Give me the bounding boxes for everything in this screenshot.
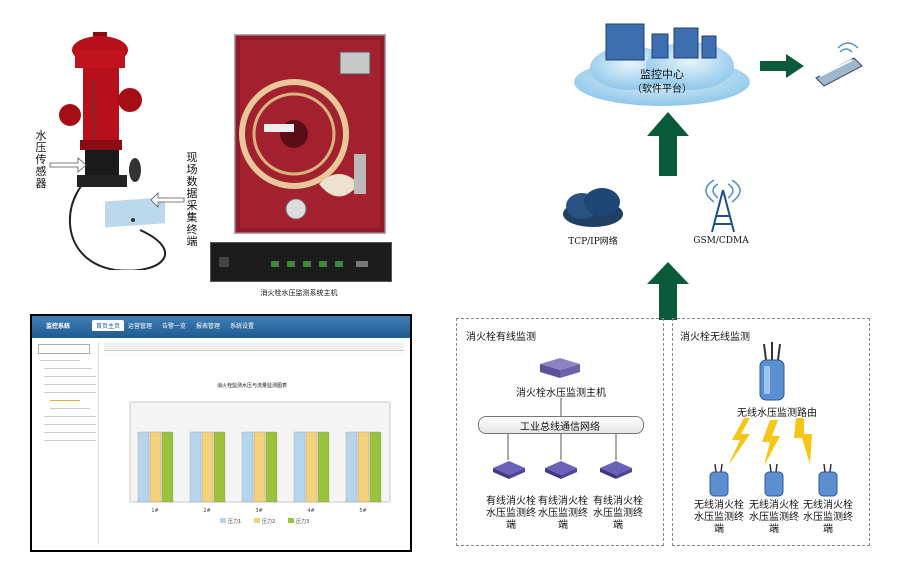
- wired-terminal-label-2: 有线消火栓水压监测终端: [593, 496, 643, 531]
- arrow-up-from-networks: [647, 262, 689, 320]
- software-search-box[interactable]: [38, 344, 90, 354]
- software-app-title: 监控系统: [46, 323, 71, 330]
- software-tab-1[interactable]: 运营管理: [128, 323, 153, 330]
- chart-legend-label: 压力1: [228, 518, 241, 525]
- chart-x-tick: 1#: [151, 508, 158, 514]
- software-bar-chart: 1# 2# 3# 4# 5# 压力1 压力2 压力3: [129, 401, 391, 525]
- chart-bar: [357, 431, 370, 503]
- arrow-to-phone: [760, 54, 804, 78]
- gsm-tower-icon: [705, 179, 741, 233]
- wireless-router-icon: [759, 342, 785, 401]
- monitoring-host-device: [210, 242, 392, 282]
- chart-bar: [265, 431, 278, 503]
- software-tab-3[interactable]: 报表管理: [196, 323, 221, 330]
- chart-bar: [137, 431, 150, 503]
- chart-bar: [241, 431, 254, 503]
- wired-terminal-label-1: 有线消火栓水压监测终端: [538, 496, 588, 531]
- collector-label: 现场数据采集终端: [186, 151, 198, 248]
- wireless-signal-bolts: [728, 418, 812, 466]
- chart-x-tick: 4#: [307, 508, 314, 514]
- chart-bar: [345, 431, 358, 503]
- monitoring-center-subtitle: （软件平台）: [632, 84, 692, 95]
- wireless-terminal-icon-1: [764, 463, 784, 497]
- gsm-label: GSM/CDMA: [693, 236, 749, 246]
- monitoring-host-caption: 消火栓水压监测系统主机: [260, 289, 338, 297]
- tcpip-cloud-icon: [563, 188, 623, 227]
- chart-x-tick: 2#: [203, 508, 210, 514]
- hydrant-illustration: [59, 32, 166, 272]
- wired-terminal-icon-0: [493, 461, 525, 479]
- chart-legend-swatch: [220, 518, 226, 523]
- software-header: 监控系统 首页主页 运营管理 告警一览 报表管理 系统设置: [32, 316, 410, 338]
- monitoring-center-cloud: [574, 23, 750, 106]
- wired-section-title: 消火栓有线监测: [466, 332, 536, 343]
- chart-legend-label: 压力3: [296, 518, 309, 525]
- chart-bar: [293, 431, 306, 503]
- wired-host-label: 消火栓水压监测主机: [516, 388, 606, 399]
- software-toolbar: [104, 342, 404, 351]
- wireless-terminal-label-0: 无线消火栓水压监测终端: [694, 500, 744, 535]
- wireless-monitoring-section: [672, 318, 870, 546]
- chart-bar: [149, 431, 162, 503]
- wired-terminal-label-0: 有线消火栓水压监测终端: [486, 496, 536, 531]
- wired-bus-pipe: [478, 416, 644, 434]
- hose-cabinet-photo: [232, 32, 388, 236]
- wired-monitoring-section: [456, 318, 664, 546]
- chart-bar: [201, 431, 214, 503]
- chart-bar: [369, 431, 382, 503]
- wired-terminal-icon-1: [545, 461, 577, 479]
- chart-bar: [189, 431, 202, 503]
- pressure-sensor-pointer: [49, 157, 87, 173]
- software-screenshot: 监控系统 首页主页 运营管理 告警一览 报表管理 系统设置 消火栓监测水压与流量…: [30, 314, 412, 552]
- software-tree-panel: [36, 342, 99, 544]
- wired-terminal-icon-2: [600, 461, 632, 479]
- chart-bar: [161, 431, 174, 503]
- chart-bar: [253, 431, 266, 503]
- arrow-up-to-center: [647, 112, 689, 176]
- chart-bar: [213, 431, 226, 503]
- wired-bus-label: 工业总线通信网络: [520, 422, 600, 433]
- wireless-terminal-icon-0: [709, 463, 729, 497]
- wired-bus-lines: [507, 398, 617, 460]
- chart-legend-swatch: [288, 518, 294, 523]
- software-filter-row: [104, 352, 404, 358]
- software-tab-4[interactable]: 系统设置: [230, 323, 255, 330]
- chart-x-tick: 3#: [255, 508, 262, 514]
- chart-legend-swatch: [254, 518, 260, 523]
- chart-x-tick: 5#: [359, 508, 366, 514]
- wired-host-icon: [540, 358, 580, 378]
- software-tab-2[interactable]: 告警一览: [162, 323, 187, 330]
- wireless-terminal-label-2: 无线消火栓水压监测终端: [803, 500, 853, 535]
- software-tab-0[interactable]: 首页主页: [92, 320, 125, 331]
- mobile-phone-icon: [815, 42, 863, 87]
- wireless-terminal-label-1: 无线消火栓水压监测终端: [749, 500, 799, 535]
- monitoring-center-title: 监控中心: [640, 68, 684, 81]
- chart-bar: [305, 431, 318, 503]
- chart-legend-label: 压力2: [262, 518, 275, 525]
- hydrant-photo: [55, 20, 205, 272]
- software-chart-title: 消火栓监测水压与流量监测图表: [216, 383, 287, 389]
- pressure-sensor-label: 水压传感器: [35, 129, 47, 190]
- wireless-terminal-icon-2: [818, 463, 838, 497]
- collector-pointer: [150, 192, 185, 208]
- tcpip-label: TCP/IP网络: [568, 237, 618, 247]
- wireless-section-title: 消火栓无线监测: [680, 332, 750, 343]
- wireless-router-label: 无线水压监测路由: [737, 408, 817, 419]
- chart-bar: [317, 431, 330, 503]
